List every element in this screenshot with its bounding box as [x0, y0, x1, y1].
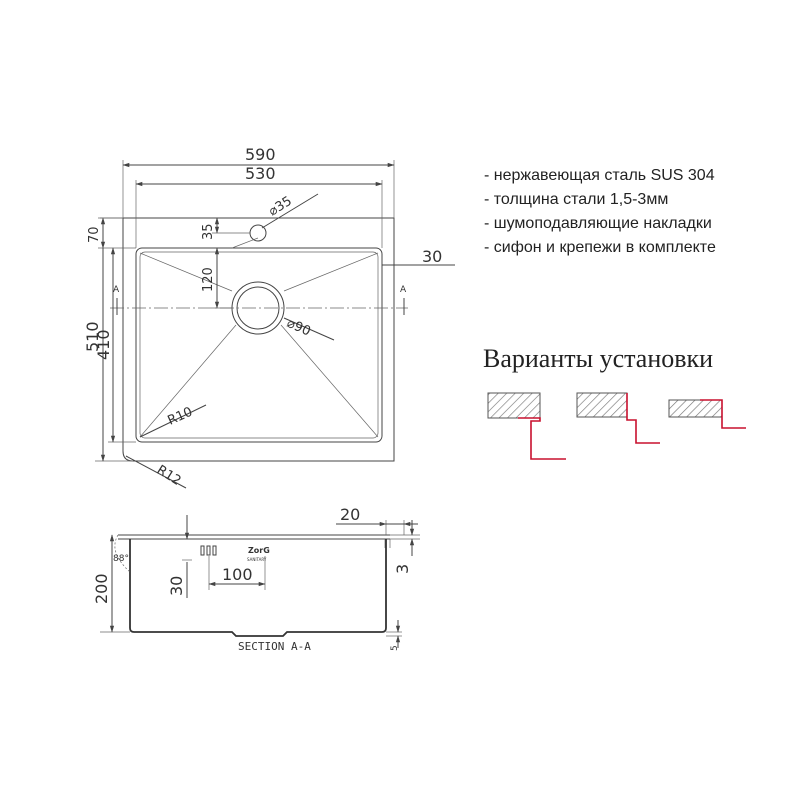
dim-radius-inner: R10 [166, 405, 195, 429]
install-variant-topmount [668, 399, 746, 429]
inner-bowl [135, 247, 383, 443]
dim-section-flange-height: 3 [393, 564, 412, 574]
spec-item: - нержавеющая сталь SUS 304 [484, 167, 715, 184]
dim-hole-diameter: ⌀35 [266, 194, 295, 220]
dim-section-flange-width: 20 [340, 505, 360, 524]
dim-height-outer: 510 [83, 321, 102, 352]
install-variants: Варианты установки [483, 344, 746, 460]
section-marker-right: A [400, 285, 407, 295]
svg-text:ZorG: ZorG [248, 546, 270, 555]
dim-width-outer: 590 [245, 145, 276, 164]
bowl-section [129, 539, 387, 637]
dim-flange: 30 [422, 247, 442, 266]
dim-drain-diameter: ⌀90 [284, 316, 312, 340]
dim-height-inner: 410 [94, 329, 113, 360]
svg-text:SANITARY: SANITARY [247, 557, 267, 562]
mounting-holes [200, 545, 217, 556]
dim-section-depth: 200 [92, 573, 111, 604]
spec-item: - шумоподавляющие накладки [484, 215, 712, 232]
install-variant-flush [576, 392, 660, 444]
brand-logo: ZorG SANITARY [247, 546, 270, 562]
spec-list: - нержавеющая сталь SUS 304 - толщина ст… [484, 167, 716, 256]
section-label: SECTION A-A [238, 640, 311, 653]
dim-section-bottom-step: 5 [390, 645, 400, 651]
top-view: A A 590 530 ⌀35 35 120 70 30 [83, 145, 455, 489]
dim-drain-offset: 120 [201, 267, 216, 292]
install-variant-undermount [487, 392, 566, 460]
outer-rim [122, 217, 395, 462]
dim-section-offset-100: 100 [222, 565, 253, 584]
install-title: Варианты установки [483, 344, 713, 373]
section-marker-left: A [113, 285, 120, 295]
dim-width-inner: 530 [245, 164, 276, 183]
inner-bowl-edge [139, 251, 379, 439]
dim-section-angle: 88° [113, 554, 129, 564]
dim-radius-outer: R12 [154, 463, 184, 489]
section-view: 20 3 200 88° 30 100 ZorG [92, 505, 420, 653]
dim-hole-offset: 35 [201, 223, 216, 240]
spec-item: - толщина стали 1,5-3мм [484, 191, 668, 208]
spec-item: - сифон и крепежи в комплекте [484, 239, 716, 256]
dim-corner-top: 70 [87, 226, 102, 243]
dim-section-offset-30: 30 [167, 576, 186, 596]
